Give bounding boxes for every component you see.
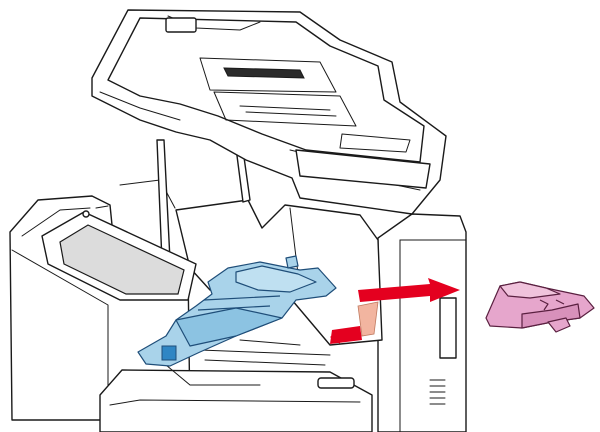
vent-grille	[429, 379, 446, 405]
raised-scanner-unit-icon	[91, 9, 447, 215]
pink-tab	[357, 301, 379, 337]
guide-latch	[161, 345, 177, 361]
removed-part-icon	[485, 281, 595, 333]
control-panel	[41, 205, 197, 301]
paper-guide-part-icon	[137, 255, 337, 367]
removal-direction-arrow-icon	[330, 278, 460, 344]
touch-screen	[59, 224, 185, 295]
